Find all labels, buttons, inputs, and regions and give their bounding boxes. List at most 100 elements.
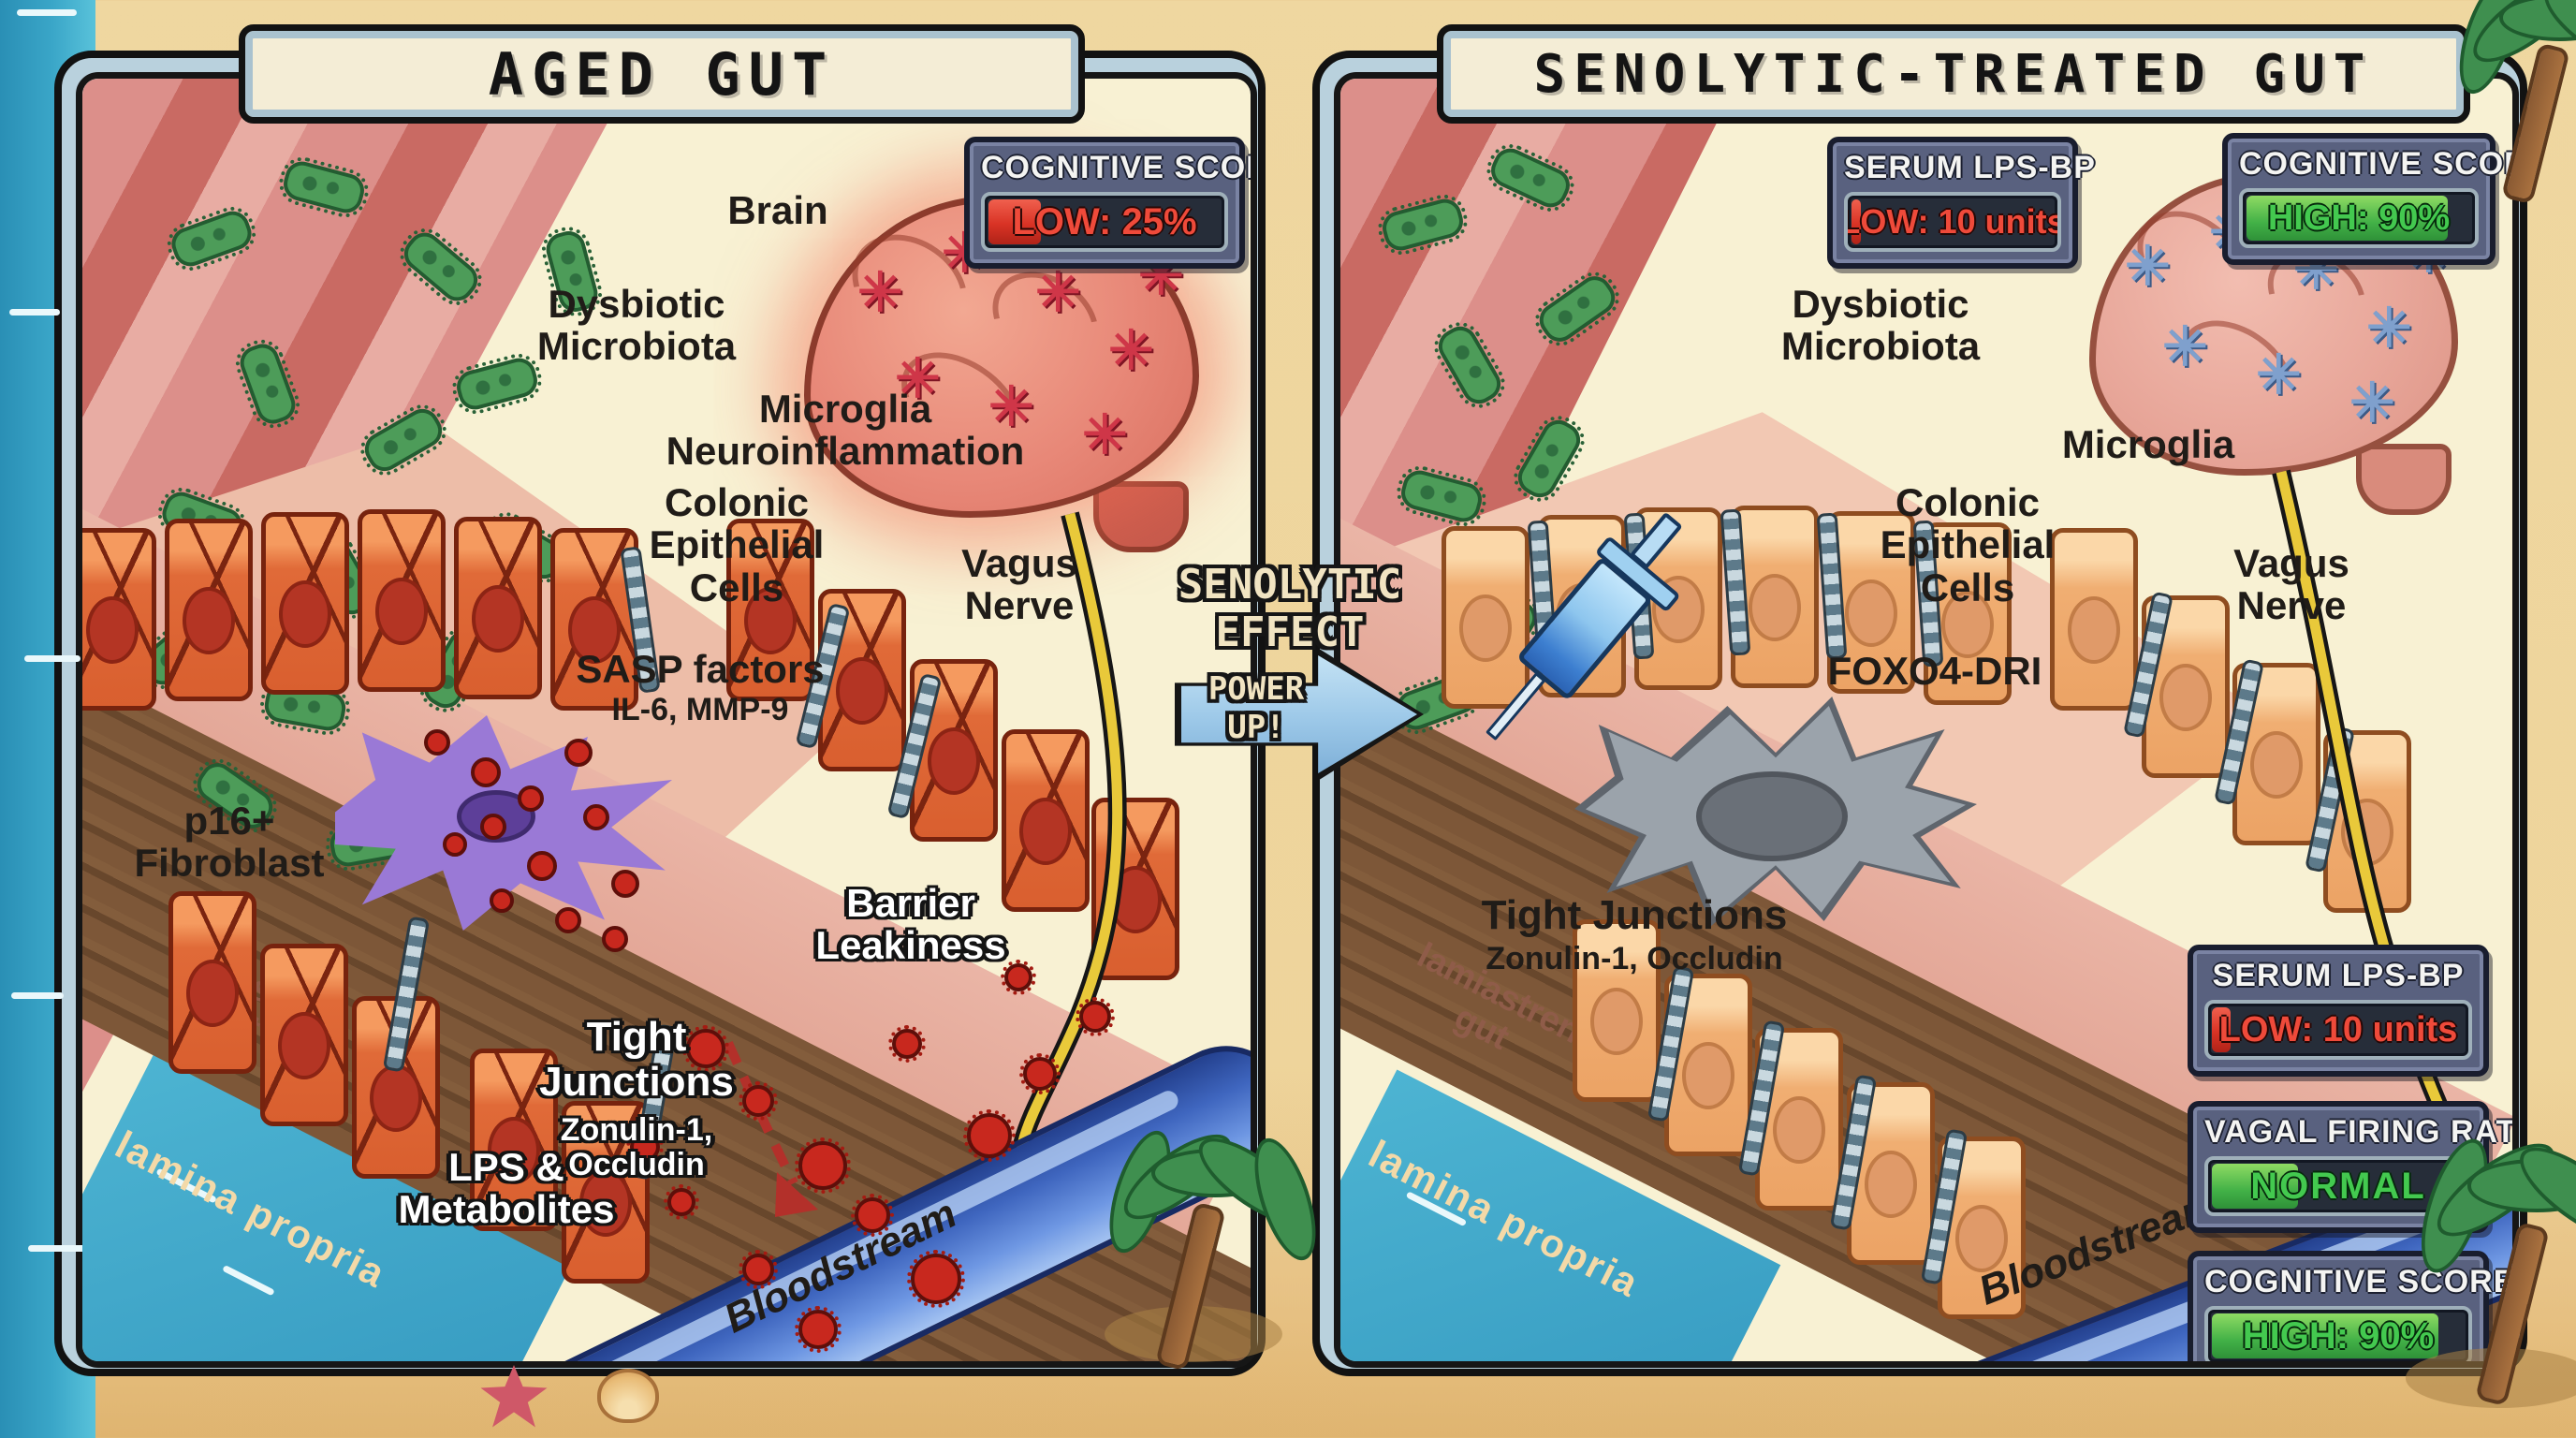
badge-value: LOW: 10 units (2218, 1009, 2458, 1049)
right-title: SENOLYTIC-TREATED GUT (1533, 43, 2374, 105)
lps-particle-icon (739, 1250, 778, 1289)
power-up-label: POWER UP! (1208, 670, 1305, 746)
epithelial-cell-aged (260, 944, 348, 1126)
lps-particle-icon (963, 1109, 1016, 1162)
epithelial-cell-aged (261, 512, 349, 695)
label-sasp-sub: IL-6, MMP-9 (611, 692, 789, 727)
epithelial-cell-aged (726, 519, 814, 701)
epithelial-cell-aged (168, 891, 256, 1074)
sasp-dot-icon (555, 907, 581, 933)
epithelial-cell-aged (470, 1049, 558, 1231)
sasp-dot-icon (424, 729, 450, 756)
badge-title: COGNITIVE SCORE (981, 150, 1251, 185)
badge-value: HIGH: 90% (2242, 1314, 2435, 1357)
badge-value: HIGH: 90% (2267, 198, 2451, 238)
sasp-dot-icon (583, 804, 609, 830)
lps-particle-icon (1076, 997, 1115, 1036)
sasp-dot-icon (602, 926, 628, 952)
badge-value: LOW: 10 units (1844, 202, 2061, 241)
lps-particle-icon (1019, 1053, 1061, 1094)
badge-value: LOW: 25% (1012, 200, 1197, 242)
microglia-icon: ✳ (895, 348, 941, 409)
microglia-icon: ✳ (2349, 373, 2395, 433)
badge-title: COGNITIVE SCORE (2239, 146, 2512, 182)
sasp-dot-icon (518, 785, 544, 812)
lps-particle-icon (907, 1250, 965, 1308)
badge-title: COGNITIVE SCORE (2204, 1264, 2516, 1299)
sasp-dot-icon (490, 888, 514, 913)
epithelial-cell-aged (1091, 798, 1179, 980)
badge-title: SERUM LPS-BP (1844, 150, 2096, 185)
seashell-icon (597, 1369, 659, 1423)
label-tight-sub: Zonulin-1, Occludin (560, 1112, 713, 1182)
lps-particle-icon (1001, 960, 1036, 995)
label-fibroblast: p16+ Fibroblast (134, 799, 325, 886)
badge-title: VAGAL FIRING RATE (2204, 1114, 2519, 1150)
serum-lps-badge-top: SERUM LPS-BP LOW: 10 units (1827, 137, 2096, 269)
cognitive-bar: HIGH: 90% (2204, 1306, 2472, 1361)
label-dysbiotic: Dysbiotic Microbiota (536, 282, 737, 369)
lps-particle-icon (795, 1137, 851, 1194)
lps-particle-icon (851, 1194, 894, 1237)
label-brain: Brain (727, 188, 828, 232)
microglia-icon: ✳ (1108, 320, 1154, 381)
lps-particle-icon (795, 1306, 842, 1353)
brainstem-icon (2356, 444, 2452, 515)
epithelial-cell-aged (454, 517, 542, 699)
serum-bar: LOW: 10 units (2204, 1000, 2472, 1060)
label-barrier: Barrier Leakiness (815, 881, 1006, 968)
sasp-dot-icon (471, 757, 501, 787)
sasp-dot-icon (611, 870, 639, 898)
microglia-icon: ✳ (1082, 404, 1128, 465)
microglia-icon: ✳ (857, 262, 903, 323)
senolytic-effect-label: SENOLYTIC EFFECT (1178, 561, 1402, 656)
serum-bar: LOW: 10 units (1844, 192, 2061, 252)
label-tight-sub: Zonulin-1, Occludin (1486, 941, 1783, 976)
badge-title: SERUM LPS-BP (2212, 958, 2465, 993)
label-microglia: Microglia Neuroinflammation (666, 387, 1025, 474)
microglia-icon: ✳ (988, 376, 1034, 437)
label-vagus: Vagus Nerve (2233, 541, 2349, 628)
sasp-dot-icon (443, 832, 467, 857)
epithelial-cell-aged (358, 509, 446, 692)
label-lps: LPS & Metabolites (398, 1145, 615, 1232)
right-panel-canvas: ✳✳✳✳✳✳✳✳ Dysbiotic Microbiota Microglia … (1334, 72, 2519, 1368)
right-title-plate: SENOLYTIC-TREATED GUT (1437, 24, 2470, 124)
microglia-icon: ✳ (2125, 236, 2171, 297)
label-foxo: FOXO4-DRI (1827, 649, 2042, 693)
epithelial-cell-healthy (1442, 526, 1530, 709)
sasp-dot-icon (480, 814, 506, 840)
label-sasp: SASP factors (576, 647, 825, 691)
cognitive-bar: LOW: 25% (981, 192, 1228, 252)
left-title: AGED GUT (488, 39, 836, 109)
microglia-icon: ✳ (1035, 262, 1081, 323)
microglia-icon: ✳ (2366, 298, 2412, 359)
microglia-icon: ✳ (2162, 316, 2208, 377)
lps-particle-icon (626, 1128, 664, 1166)
right-panel: ✳✳✳✳✳✳✳✳ Dysbiotic Microbiota Microglia … (1312, 51, 2527, 1376)
label-colonic: Colonic Epithelial Cells (649, 480, 825, 609)
label-microglia: Microglia (2061, 422, 2235, 466)
sasp-dot-icon (527, 851, 557, 881)
left-title-plate: AGED GUT (239, 24, 1085, 124)
label-colonic: Colonic Epithelial Cells (1880, 480, 2056, 609)
label-dysbiotic: Dysbiotic Microbiota (1780, 282, 1981, 369)
left-panel-canvas: ✳✳✳✳✳✳✳✳ Brain Dysbiotic Microbiota Micr… (76, 72, 1257, 1368)
cognitive-score-badge-top: COGNITIVE SCORE HIGH: 90% (2222, 133, 2512, 265)
cognitive-bar: HIGH: 90% (2239, 188, 2479, 248)
label-tight: Tight Junctions (1481, 892, 1788, 938)
lps-particle-icon (664, 1184, 699, 1220)
left-panel: ✳✳✳✳✳✳✳✳ Brain Dysbiotic Microbiota Micr… (54, 51, 1266, 1376)
epithelial-cell-healthy (2050, 528, 2138, 711)
epithelial-cell-aged (165, 519, 253, 701)
lps-particle-icon (888, 1025, 926, 1063)
cognitive-score-badge-bottom: COGNITIVE SCORE HIGH: 90% (2188, 1251, 2516, 1361)
serum-lps-badge-bottom: SERUM LPS-BP LOW: 10 units (2188, 945, 2489, 1077)
label-vagus: Vagus Nerve (961, 541, 1077, 628)
epithelial-cell-healthy (1664, 974, 1752, 1156)
microglia-icon: ✳ (2256, 345, 2302, 405)
cognitive-score-badge: COGNITIVE SCORE LOW: 25% (964, 137, 1251, 269)
label-tight: Tight Junctions (539, 1014, 734, 1105)
sasp-dot-icon (564, 739, 593, 767)
epithelial-cell-aged (82, 528, 156, 711)
